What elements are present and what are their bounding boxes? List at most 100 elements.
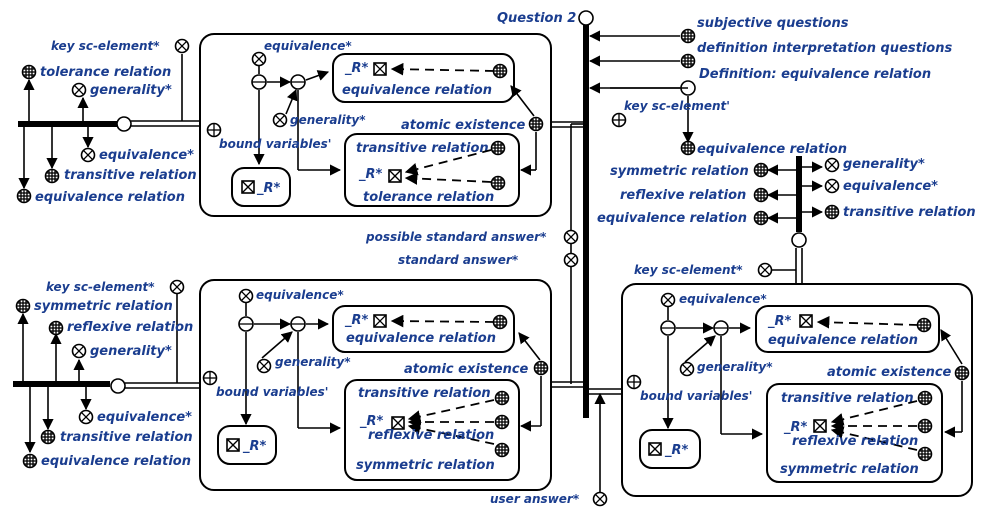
circle-grid-icon — [40, 429, 56, 445]
circle-minus-icon — [238, 316, 254, 332]
symmetric-relation-b-label: symmetric relation — [34, 299, 173, 314]
equivalence-props-subframe-c — [766, 383, 943, 483]
equivalence-b-label: equivalence* — [97, 410, 192, 425]
equivalence-relation-label: equivalence relation — [597, 211, 747, 226]
circle-plus-icon — [626, 374, 642, 390]
circle-x-icon — [563, 229, 579, 245]
transitive-relation-inner-c-label: transitive relation — [781, 391, 914, 406]
circle-x-icon — [169, 279, 185, 295]
boxed-x-icon — [226, 438, 240, 452]
equivalence-star-label: equivalence* — [843, 179, 938, 194]
equivalence-relation-top-label: equivalence relation — [697, 142, 847, 157]
tolerance-subframe-a — [344, 133, 520, 207]
circle-x-icon — [592, 491, 608, 507]
equivalence-a-label: equivalence* — [99, 148, 194, 163]
frame-equivalence-b — [199, 279, 552, 491]
circle-x-icon — [660, 292, 676, 308]
atomic-existence-a-label: atomic existence — [401, 118, 526, 133]
equivalence-inner-a-label: equivalence* — [264, 39, 352, 53]
circle-x-icon — [71, 343, 87, 359]
circle-x-icon — [251, 51, 267, 67]
definition-equivalence-label: Definition: equivalence relation — [699, 67, 931, 82]
circle-minus-icon — [660, 320, 676, 336]
reflexive-relation-b-label: reflexive relation — [67, 320, 193, 335]
definition-interpretation-label: definition interpretation questions — [697, 41, 952, 56]
circle-x-icon — [238, 288, 254, 304]
frame-tolerance — [199, 33, 552, 217]
circle-x-icon — [272, 112, 288, 128]
transitive-relation-inner-b-label: transitive relation — [358, 386, 491, 401]
tolerance-relation-inner-a-label: tolerance relation — [363, 190, 494, 205]
circle-grid-icon — [916, 317, 932, 333]
equivalence-inner-b-label: equivalence* — [256, 288, 344, 302]
circle-plus-icon — [611, 112, 627, 128]
possible-standard-answer-label: possible standard answer* — [365, 230, 547, 244]
equivalence-props-subframe-b — [344, 379, 520, 481]
circle-minus-icon — [713, 320, 729, 336]
circle-x-icon — [256, 358, 272, 374]
circle-grid-icon — [15, 298, 31, 314]
generality-label: generality* — [843, 157, 925, 172]
circle-x-icon — [563, 252, 579, 268]
circle-grid-icon — [753, 210, 769, 226]
circle-minus-icon — [251, 74, 267, 90]
circle-grid-icon — [494, 442, 510, 458]
circle-minus-icon — [290, 316, 306, 332]
circle-x-icon — [174, 38, 190, 54]
transitive-relation-b-label: transitive relation — [60, 430, 193, 445]
boxed-x-icon — [241, 180, 255, 194]
circle-grid-icon — [917, 446, 933, 462]
transitive-relation-label: transitive relation — [843, 205, 976, 220]
boxed-x-icon — [648, 442, 662, 456]
circle-grid-icon — [753, 162, 769, 178]
key-sc-element-star-label: key sc-element* — [634, 263, 743, 277]
circle-grid-icon — [48, 320, 64, 336]
r-star-var-c: _R* — [664, 443, 689, 458]
circle-grid-icon — [490, 175, 506, 191]
r-star-tol-a: _R* — [358, 167, 383, 182]
equivalence-subframe-a — [332, 53, 515, 103]
transitive-relation-a-label: transitive relation — [64, 168, 197, 183]
circle-grid-icon — [492, 63, 508, 79]
key-sc-element-prime-label: key sc-element' — [624, 99, 730, 113]
circle-x-icon — [71, 82, 87, 98]
frame-equivalence-c — [621, 283, 973, 497]
circle-grid-icon — [824, 204, 840, 220]
generality-inner-a-label: generality* — [290, 113, 366, 127]
reflexive-relation-label: reflexive relation — [620, 188, 746, 203]
boxed-x-icon — [813, 419, 827, 433]
circle-grid-icon — [44, 168, 60, 184]
question-node[interactable] — [578, 10, 594, 26]
equivalence-relation-a-label: equivalence relation — [35, 190, 185, 205]
bound-variables-c-label: bound variables' — [640, 389, 752, 403]
user-answer-label: user answer* — [490, 492, 580, 506]
variable-frame-a — [231, 167, 291, 207]
circle-x-icon — [824, 157, 840, 173]
generality-inner-c-label: generality* — [697, 360, 773, 374]
equivalence-relation-b-label: equivalence relation — [41, 454, 191, 469]
circle-grid-icon — [753, 187, 769, 203]
generality-b-label: generality* — [90, 344, 172, 359]
equivalence-inner-c-label: equivalence* — [679, 292, 767, 306]
bound-variables-b-label: bound variables' — [216, 385, 328, 399]
reflexive-relation-inner-c-label: reflexive relation — [792, 434, 918, 449]
circle-plus-icon — [206, 122, 222, 138]
circle-grid-icon — [528, 116, 544, 132]
generality-a-label: generality* — [90, 83, 172, 98]
variable-frame-c — [639, 429, 701, 469]
key-sc-element-a-label: key sc-element* — [51, 39, 160, 53]
equivalence-subframe-c — [755, 305, 940, 353]
relation-bus-b-node — [110, 378, 126, 394]
subjective-questions-label: subjective questions — [697, 16, 849, 31]
equivalence-relation-inner-b-label: equivalence relation — [346, 331, 496, 346]
question-label: Question 2 — [497, 11, 576, 26]
boxed-x-icon — [799, 314, 813, 328]
bound-variables-a-label: bound variables' — [219, 137, 331, 151]
circle-x-icon — [78, 409, 94, 425]
circle-minus-icon — [290, 74, 306, 90]
atomic-existence-c-label: atomic existence — [827, 365, 952, 380]
symmetric-relation-label: symmetric relation — [610, 164, 749, 179]
circle-grid-icon — [680, 53, 696, 69]
relation-bus-a-node — [116, 116, 132, 132]
